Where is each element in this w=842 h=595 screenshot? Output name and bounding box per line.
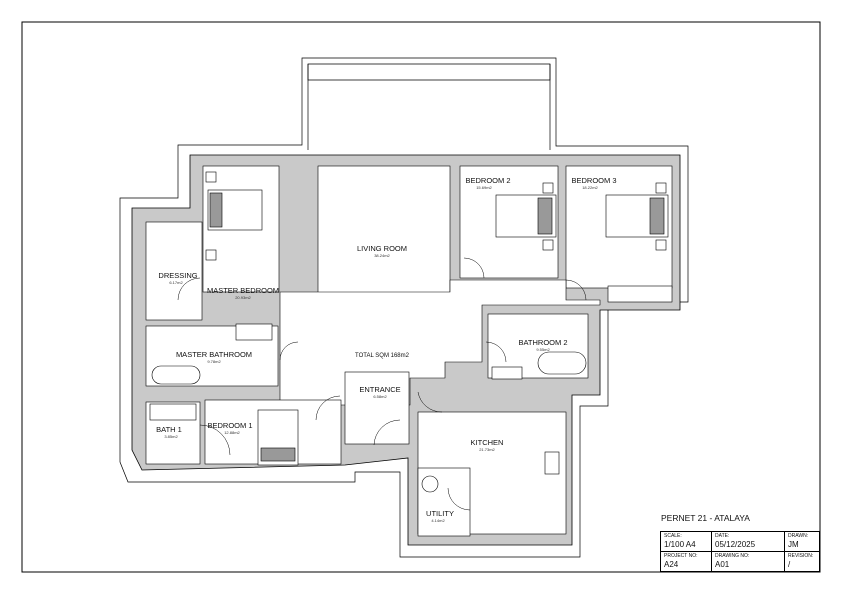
room-label: BEDROOM 1	[207, 421, 252, 430]
project-title: PERNET 21 - ATALAYA	[661, 513, 750, 523]
drawing-no-value: A01	[715, 560, 730, 569]
drawing-frame	[21, 21, 821, 573]
svg-text:9.78m2: 9.78m2	[207, 359, 221, 364]
svg-text:6.58m2: 6.58m2	[373, 394, 387, 399]
room-label: UTILITY	[426, 509, 454, 518]
bathtub-1	[149, 403, 197, 421]
terrace-rail	[307, 63, 551, 81]
bathtub-master	[151, 365, 201, 385]
room-labels: MASTER BEDROOM 20.93m2 DRESSING 6.17m2 M…	[156, 176, 616, 523]
room-label: BEDROOM 3	[571, 176, 616, 185]
room-label: MASTER BATHROOM	[176, 350, 252, 359]
furniture	[149, 171, 669, 493]
revision-value: /	[788, 560, 791, 569]
site-outline	[119, 57, 689, 558]
room-label: DRESSING	[158, 271, 197, 280]
total-area: TOTAL SQM 168m2	[355, 353, 410, 359]
svg-text:20.93m2: 20.93m2	[235, 295, 251, 300]
project-no-value: A24	[664, 560, 679, 569]
scale-value: 1/100 A4	[664, 540, 696, 549]
room-label: BEDROOM 2	[465, 176, 510, 185]
washer	[421, 475, 439, 493]
title-block: SCALE:1/100 A4 DATE:05/12/2025 DRAWN:JM …	[660, 531, 820, 572]
svg-text:18.22m2: 18.22m2	[582, 185, 598, 190]
svg-text:4.14m2: 4.14m2	[431, 518, 445, 523]
svg-text:12.88m2: 12.88m2	[224, 430, 240, 435]
room-label: ENTRANCE	[359, 385, 400, 394]
svg-text:15.69m2: 15.69m2	[476, 185, 492, 190]
room-label: BATH 1	[156, 425, 182, 434]
svg-text:21.73m2: 21.73m2	[479, 447, 495, 452]
svg-text:3.85m2: 3.85m2	[164, 434, 178, 439]
room-label: LIVING ROOM	[357, 244, 407, 253]
drawn-value: JM	[788, 540, 799, 549]
room-label: KITCHEN	[471, 438, 504, 447]
doors	[177, 257, 587, 511]
svg-text:38.24m2: 38.24m2	[374, 253, 390, 258]
date-value: 05/12/2025	[715, 540, 756, 549]
room-label: BATHROOM 2	[518, 338, 567, 347]
hob	[544, 451, 560, 475]
room-label: MASTER BEDROOM	[207, 286, 279, 295]
bathtub-2	[537, 351, 587, 375]
svg-text:9.55m2: 9.55m2	[536, 347, 550, 352]
svg-text:6.17m2: 6.17m2	[169, 280, 183, 285]
